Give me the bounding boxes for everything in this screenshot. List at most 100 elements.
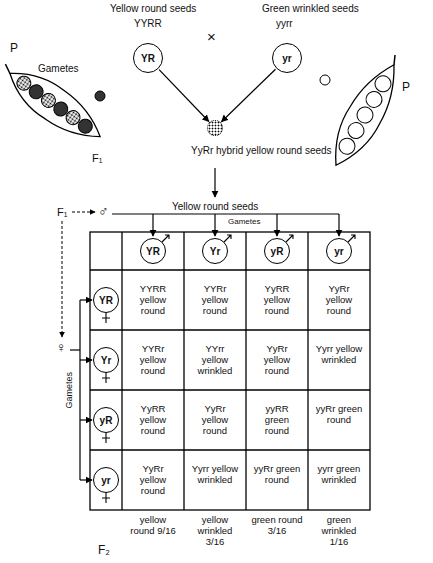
gamete-text: yr (101, 475, 110, 486)
punnett-cell: Yyrr yellow wrinkled (315, 343, 363, 365)
female-sign (102, 493, 110, 503)
text-label: F₁ (57, 206, 67, 219)
gamete-circle: yr (326, 238, 352, 264)
gamete-text: yr (334, 246, 343, 257)
punnett-grid (90, 232, 370, 510)
punnett-cell: YyRr yellow round (315, 283, 363, 316)
text-label: Green wrinkled seeds (262, 3, 359, 14)
male-sign (162, 235, 169, 242)
pea (76, 116, 95, 135)
gamete-circle: YR (140, 238, 166, 264)
gamete-text: Yr (210, 246, 221, 257)
gamete-circle: Yr (93, 347, 119, 373)
text-label: F₂ (98, 543, 110, 557)
gamete-bracket (79, 300, 80, 480)
bracket-arrow (276, 214, 277, 236)
text-label: P (402, 80, 410, 94)
pea-pod (321, 48, 413, 173)
gamete-text: yr (282, 53, 291, 64)
female-sign (102, 433, 110, 443)
bracket-arrow (152, 214, 153, 236)
punnett-cell: yyRr green round (253, 463, 301, 485)
text-label: P (10, 41, 18, 55)
punnett-cell: YYRr yellow round (191, 283, 239, 316)
gamete-dot (95, 91, 105, 101)
gamete-circle: yr (93, 467, 119, 493)
text-label: yyrr (276, 18, 293, 29)
grid-line (245, 232, 246, 510)
text-label: YYRR (134, 18, 162, 29)
male-symbols (162, 235, 355, 242)
gamete-bracket (112, 213, 339, 214)
text-label: Yellow round seeds (172, 201, 258, 212)
text-label: Gametes (38, 63, 79, 74)
grid-line (307, 232, 308, 510)
text-label: Yellow round seeds (110, 3, 196, 14)
gamete-text: YR (146, 246, 160, 257)
pod-outline (0, 59, 110, 150)
hybrid-seed: YyRr hybrid yellow round seeds (207, 120, 223, 136)
punnett-cell: YYRr yellow round (129, 343, 177, 376)
gamete-text: yR (100, 415, 113, 426)
text-label: ♀ (56, 339, 67, 355)
pod-outline (321, 56, 409, 174)
text-label: Gametes (64, 372, 74, 409)
punnett-cell: YYRR yellow round (129, 283, 177, 316)
phenotype-ratio: yellow wrinkled 3/16 (189, 514, 241, 547)
fertilisation-arrow (159, 70, 209, 122)
male-sign (348, 235, 355, 242)
bracket-arrow (214, 214, 215, 236)
gamete-text: Yr (101, 355, 112, 366)
gamete-circle: YR (133, 43, 163, 73)
dashed-arrow (62, 221, 63, 337)
female-sign (102, 313, 110, 323)
gamete-circle: yR (264, 238, 290, 264)
pea (372, 73, 394, 95)
text-label: Gametes (228, 217, 260, 226)
punnett-cell: yyRR green round (253, 403, 301, 436)
grid-line (183, 232, 184, 510)
gamete-text: YR (141, 53, 155, 64)
fertilisation-arrow (222, 69, 276, 122)
grid-line (90, 389, 370, 390)
phenotype-ratio: yellow round 9/16 (127, 514, 179, 536)
punnett-cell: Yyrr yellow wrinkled (191, 463, 239, 485)
gamete-circle: Yr (202, 238, 228, 264)
pea-pod (0, 54, 110, 150)
text-label: F₁ (92, 152, 102, 165)
punnett-cell: YyRr yellow round (253, 343, 301, 376)
pod-stalk (3, 64, 13, 73)
gamete-circle: yr (272, 43, 302, 73)
phenotype-ratio: green wrinkled 1/16 (313, 514, 365, 547)
gamete-bracket (70, 349, 80, 350)
grid-line (90, 449, 370, 450)
seed-caption: YyRr hybrid yellow round seeds (191, 145, 332, 156)
punnett-cell: yyrr green wrinkled (315, 463, 363, 485)
gamete-circle: YR (93, 287, 119, 313)
grid-line (121, 232, 122, 510)
pod-stalk (391, 55, 399, 65)
female-sign (102, 373, 110, 383)
punnett-cell: yyRr green round (315, 403, 363, 425)
male-sign (224, 235, 231, 242)
punnett-cell: YyRR yellow round (253, 283, 301, 316)
grid-line (90, 269, 370, 270)
punnett-cell: YyRr yellow round (129, 463, 177, 496)
male-sign (286, 235, 293, 242)
down-arrow (214, 168, 215, 197)
punnett-cell: YyRr yellow round (191, 403, 239, 436)
gamete-circle: yR (93, 407, 119, 433)
phenotype-ratio: green round 3/16 (251, 514, 303, 536)
text-label: × (207, 28, 216, 45)
grid-border (90, 232, 370, 510)
punnett-cell: YyRR yellow round (129, 403, 177, 436)
dashed-arrow (72, 212, 95, 213)
text-label: ♂ (98, 203, 109, 219)
gamete-dot (320, 75, 330, 85)
gamete-text: yR (271, 246, 284, 257)
bracket-arrow (338, 214, 339, 236)
grid-line (90, 329, 370, 330)
gamete-text: YR (99, 295, 113, 306)
